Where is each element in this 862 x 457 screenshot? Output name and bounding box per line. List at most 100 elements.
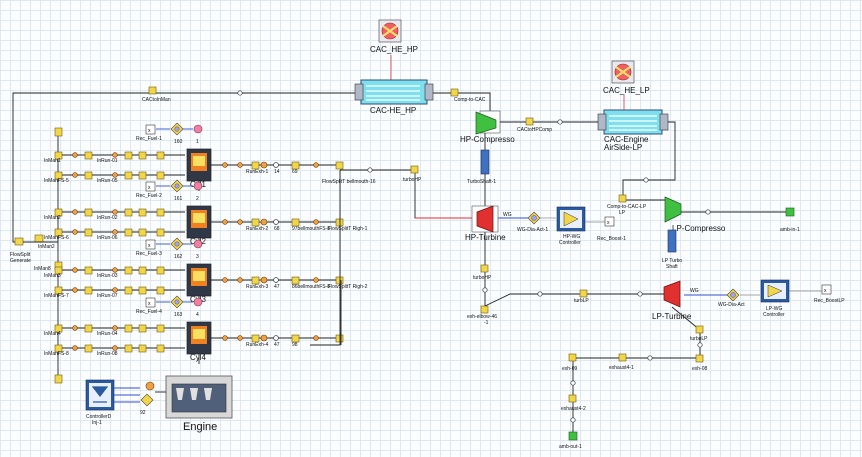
orifice[interactable] [222,219,228,225]
runner-node[interactable] [124,208,133,217]
lp-cooler-icon[interactable] [611,60,635,84]
flowsplit-generate[interactable] [14,237,24,246]
exh-node[interactable] [291,276,300,285]
runner-node[interactable] [138,228,147,237]
manifold-node[interactable] [54,266,63,275]
exh-node[interactable] [251,218,260,227]
orifice[interactable] [313,277,319,283]
fuel-receiver[interactable] [145,297,156,308]
collector-node[interactable] [335,334,344,343]
manifold-node[interactable] [54,344,63,353]
exh-valve[interactable] [260,334,268,342]
controller-inj[interactable] [85,379,115,411]
runner-node[interactable] [156,324,165,333]
orifice[interactable] [237,335,243,341]
orifice[interactable] [237,219,243,225]
node-cactohpcomp[interactable] [525,117,534,126]
wg-dia-act-hp[interactable] [527,211,541,225]
orifice[interactable] [237,162,243,168]
collector-node[interactable] [335,161,344,170]
engine-block[interactable] [165,375,233,419]
exh-node[interactable] [291,218,300,227]
exh-node[interactable] [291,161,300,170]
runner-node[interactable] [138,266,147,275]
node-exhaust41[interactable] [618,353,627,362]
fuel-receiver[interactable] [145,181,156,192]
node-inman2[interactable] [34,234,44,243]
manifold-node[interactable] [54,151,63,160]
node-amb-out[interactable] [568,431,578,441]
manifold-node[interactable] [54,286,63,295]
orifice[interactable] [72,287,78,293]
node-amb-in[interactable] [785,207,795,217]
orifice[interactable] [72,325,78,331]
runner-node[interactable] [124,151,133,160]
collector-node[interactable] [335,218,344,227]
runner-node[interactable] [156,266,165,275]
runner-node[interactable] [138,208,147,217]
orifice[interactable] [313,219,319,225]
exh-valve[interactable] [260,276,268,284]
manifold-node[interactable] [54,324,63,333]
orifice[interactable] [222,277,228,283]
runner-node[interactable] [124,324,133,333]
node-cactoinman[interactable] [148,86,157,95]
runner-node[interactable] [138,324,147,333]
orifice[interactable] [72,172,78,178]
runner-node[interactable] [124,286,133,295]
exh-node[interactable] [251,161,260,170]
manifold-node[interactable] [54,208,63,217]
hp-turbine[interactable] [476,205,494,233]
orifice[interactable] [112,325,118,331]
manifold-node[interactable] [54,228,63,237]
manifold-node[interactable] [54,171,63,180]
rec-boost-lp[interactable] [821,284,832,295]
runner-node[interactable] [138,344,147,353]
node-turblp[interactable] [579,289,588,298]
node-exh08[interactable] [695,354,704,363]
runner-node[interactable] [138,151,147,160]
lp-turbine[interactable] [663,280,681,308]
exh-valve[interactable] [260,218,268,226]
hp-compressor[interactable] [475,111,497,135]
heat-exchanger-lp[interactable] [597,109,669,135]
fuel-receiver[interactable] [145,239,156,250]
runner-node[interactable] [156,286,165,295]
orifice[interactable] [112,172,118,178]
node-exhaust42[interactable] [568,394,577,403]
node-exh09[interactable] [568,353,577,362]
orifice[interactable] [72,345,78,351]
runner-node[interactable] [84,286,93,295]
runner-node[interactable] [124,266,133,275]
orifice[interactable] [72,267,78,273]
orifice[interactable] [237,277,243,283]
injector-icon[interactable] [193,124,203,134]
node-comp-to-cac-lp[interactable] [618,194,627,203]
runner-node[interactable] [156,151,165,160]
fuel-receiver[interactable] [145,124,156,135]
runner-node[interactable] [124,171,133,180]
hp-wg-controller[interactable] [556,206,586,232]
lp-turbo-shaft[interactable] [667,229,677,253]
orifice[interactable] [112,209,118,215]
orifice[interactable] [112,229,118,235]
rec-boost-1[interactable] [604,216,615,227]
runner-node[interactable] [156,228,165,237]
orifice[interactable] [112,267,118,273]
runner-node[interactable] [156,171,165,180]
engine-injectors[interactable] [140,381,155,407]
exh-valve[interactable] [260,161,268,169]
runner-node[interactable] [84,171,93,180]
exh-node[interactable] [251,334,260,343]
orifice[interactable] [112,152,118,158]
node-turbolp[interactable] [695,325,704,334]
orifice[interactable] [222,162,228,168]
runner-node[interactable] [84,266,93,275]
runner-node[interactable] [124,344,133,353]
runner-node[interactable] [84,324,93,333]
manifold-top-node[interactable] [54,127,63,137]
node-turbohp-in[interactable] [410,165,419,174]
wg-dia-act-lp[interactable] [726,288,740,302]
runner-node[interactable] [84,228,93,237]
runner-node[interactable] [84,208,93,217]
